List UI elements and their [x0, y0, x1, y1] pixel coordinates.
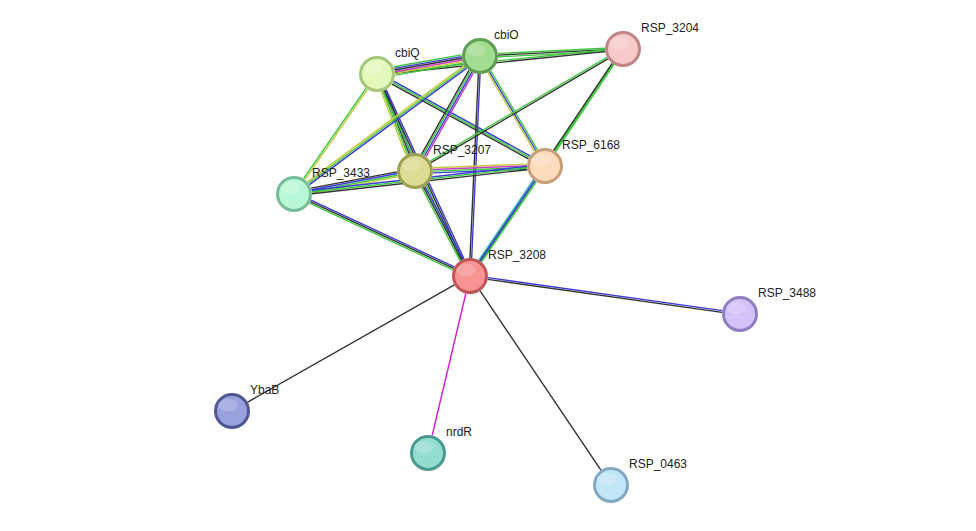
- protein-node: RSP_3207: [397, 153, 433, 189]
- circle-shape: [278, 178, 311, 211]
- node-circle: [452, 258, 488, 294]
- circle-shape: [529, 150, 562, 183]
- evidence-line: [481, 64, 614, 261]
- node-label: cbiO: [494, 28, 519, 42]
- node-circle: [462, 38, 498, 74]
- protein-node: YbaB: [214, 393, 250, 429]
- node-label: RSP_6168: [562, 138, 620, 152]
- interaction-edge: [480, 291, 601, 470]
- evidence-line: [488, 72, 535, 151]
- circle-shape: [361, 58, 394, 91]
- evidence-line: [480, 291, 601, 470]
- interaction-edge: [479, 63, 613, 261]
- protein-node: cbiO: [462, 38, 498, 74]
- node-circle: [593, 467, 629, 503]
- interaction-edge: [488, 278, 723, 313]
- evidence-line: [310, 203, 453, 270]
- evidence-line: [491, 71, 538, 150]
- evidence-line: [488, 278, 722, 311]
- evidence-line: [432, 294, 466, 436]
- interaction-edge: [488, 71, 538, 152]
- circle-highlight: [456, 264, 476, 277]
- node-label: RSP_3207: [433, 143, 491, 157]
- circle-shape: [607, 33, 640, 66]
- circle-highlight: [466, 44, 486, 57]
- node-label: nrdR: [446, 425, 472, 439]
- circle-highlight: [414, 441, 434, 454]
- node-circle: [397, 153, 433, 189]
- interaction-edge: [422, 186, 463, 261]
- node-label: RSP_0463: [629, 457, 687, 471]
- node-label: cbiQ: [395, 46, 420, 60]
- interaction-edge: [248, 285, 455, 402]
- node-label: YbaB: [250, 383, 279, 397]
- interaction-edge: [432, 294, 466, 436]
- evidence-line: [422, 70, 469, 154]
- evidence-line: [311, 200, 454, 267]
- protein-node: RSP_6168: [527, 148, 563, 184]
- circle-highlight: [218, 399, 238, 412]
- interaction-edge: [381, 90, 411, 155]
- evidence-line: [422, 188, 460, 261]
- protein-node: cbiQ: [359, 56, 395, 92]
- evidence-line: [395, 62, 463, 74]
- circle-shape: [412, 437, 445, 470]
- node-circle: [605, 31, 641, 67]
- node-label: RSP_3208: [488, 248, 546, 262]
- node-circle: [722, 296, 758, 332]
- circle-highlight: [401, 159, 421, 172]
- protein-node: RSP_3204: [605, 31, 641, 67]
- protein-node: RSP_3433: [276, 176, 312, 212]
- evidence-line: [425, 186, 463, 259]
- protein-node: nrdR: [410, 435, 446, 471]
- circle-shape: [595, 469, 628, 502]
- node-circle: [276, 176, 312, 212]
- circle-shape: [454, 260, 487, 293]
- circle-highlight: [597, 473, 617, 486]
- circle-shape: [724, 298, 757, 331]
- circle-highlight: [531, 154, 551, 167]
- node-circle: [527, 148, 563, 184]
- evidence-line: [479, 63, 612, 260]
- node-circle: [410, 435, 446, 471]
- evidence-line: [489, 71, 536, 150]
- evidence-line: [248, 285, 455, 402]
- node-label: RSP_3433: [312, 166, 370, 180]
- node-label: RSP_3488: [758, 286, 816, 300]
- circle-shape: [399, 155, 432, 188]
- node-circle: [359, 56, 395, 92]
- evidence-line: [488, 279, 722, 312]
- evidence-line: [423, 187, 461, 260]
- circle-highlight: [363, 62, 383, 75]
- protein-node: RSP_3208: [452, 258, 488, 294]
- node-label: RSP_3204: [641, 21, 699, 35]
- circle-highlight: [726, 302, 746, 315]
- interaction-edge: [310, 200, 455, 270]
- circle-shape: [216, 395, 249, 428]
- evidence-line: [310, 202, 453, 269]
- circle-shape: [464, 40, 497, 73]
- node-circle: [214, 393, 250, 429]
- protein-node: RSP_0463: [593, 467, 629, 503]
- protein-node: RSP_3488: [722, 296, 758, 332]
- circle-highlight: [609, 37, 629, 50]
- circle-highlight: [280, 182, 300, 195]
